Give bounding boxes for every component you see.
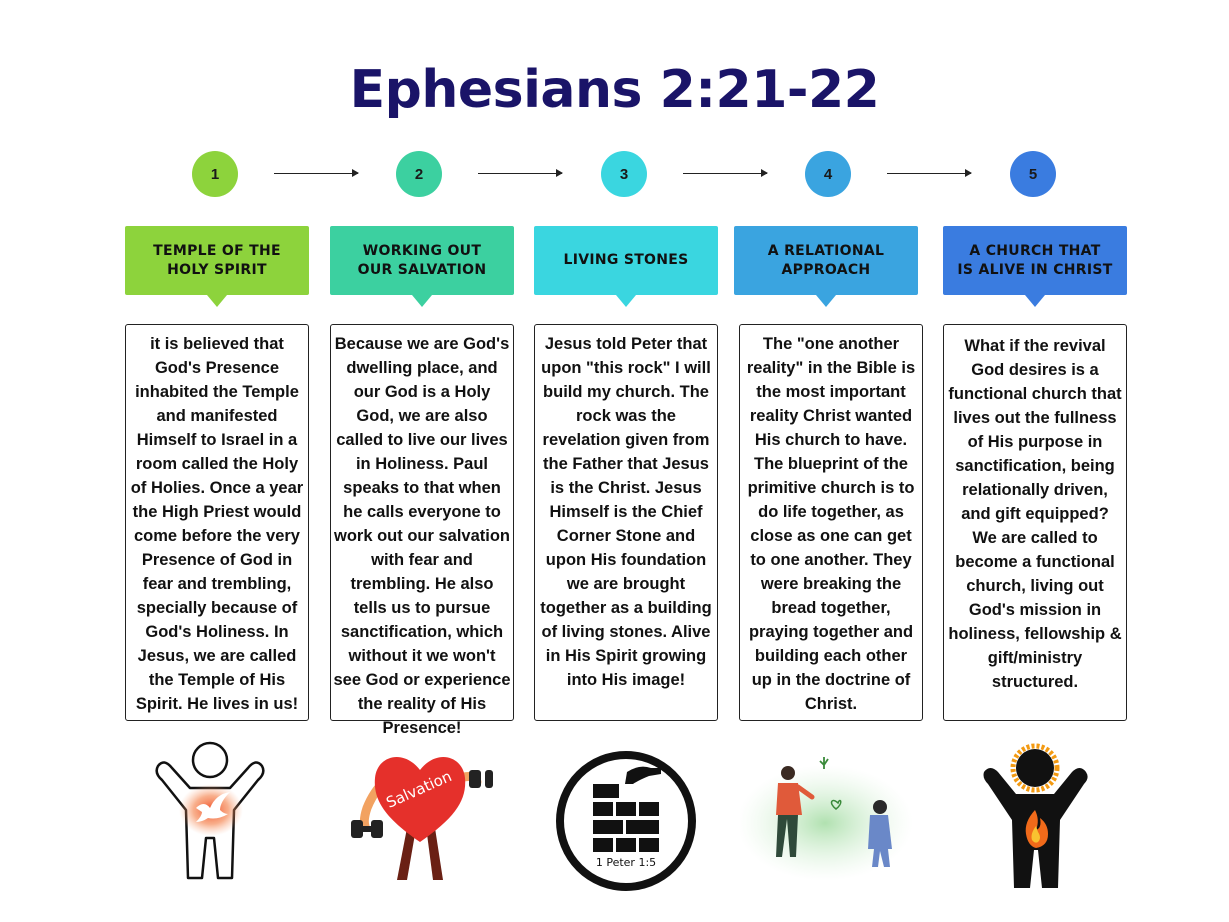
step-number-3: 3 (601, 151, 647, 197)
page-title: Ephesians 2:21-22 (349, 60, 880, 120)
step-label-2: WORKING OUT OUR SALVATION (330, 226, 514, 307)
step-label-1: TEMPLE OF THE HOLY SPIRIT (125, 226, 309, 307)
step-text-2: Because we are God's dwelling place, and… (330, 324, 514, 737)
heart-lifting-weights-icon: Salvation (351, 756, 493, 880)
step-text-1: it is believed that God's Presence inhab… (125, 324, 309, 721)
step-text-5: What if the revival God desires is a fun… (943, 324, 1127, 721)
step-label-5: A CHURCH THAT IS ALIVE IN CHRIST (943, 226, 1127, 307)
arrow-4-to-5-icon (887, 169, 972, 177)
step-number-2: 2 (396, 151, 442, 197)
hand-placing-bricks-icon: 1 Peter 1:5 (556, 751, 696, 891)
step-number-5: 5 (1010, 151, 1056, 197)
step-label-3: LIVING STONES (534, 226, 718, 307)
raised-arms-dove-icon (155, 741, 265, 880)
arrow-2-to-3-icon (478, 169, 563, 177)
arrow-3-to-4-icon (683, 169, 768, 177)
arrow-1-to-2-icon (274, 169, 359, 177)
step-number-1: 1 (192, 151, 238, 197)
person-on-fire-icon (983, 743, 1088, 888)
step-text-4: The "one another reality" in the Bible i… (739, 324, 923, 721)
step-text-3: Jesus told Peter that upon "this rock" I… (534, 324, 718, 721)
step-label-4: A RELATIONAL APPROACH (734, 226, 918, 307)
step-number-4: 4 (805, 151, 851, 197)
scripture-reference: 1 Peter 1:5 (596, 856, 656, 869)
two-people-heart-icon (740, 757, 913, 881)
